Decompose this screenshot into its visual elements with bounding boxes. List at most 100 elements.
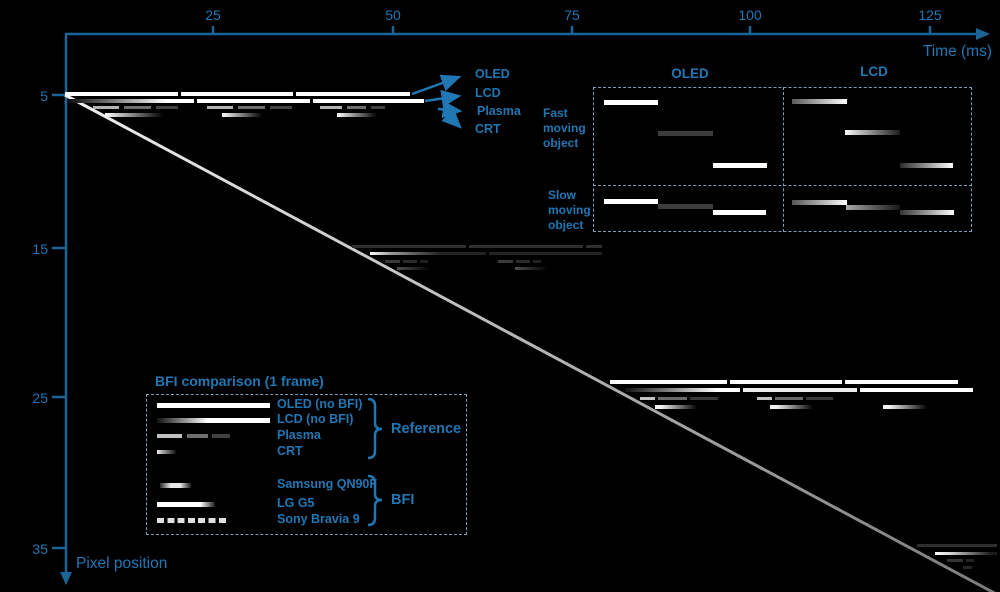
legend-swatch-lcd-no-bfi	[157, 418, 270, 423]
plasma-trace-dash	[385, 260, 400, 263]
lcd-trace-frame	[370, 252, 486, 255]
oled-trace-frame	[610, 380, 727, 384]
inset-column-divider	[783, 87, 784, 232]
inset-row-fast-label: Fast moving object	[543, 106, 586, 150]
plasma-trace-dash	[124, 106, 151, 109]
oled-trace-frame	[730, 380, 842, 384]
plasma-trace-dash	[640, 397, 655, 400]
plasma-trace-dash	[498, 260, 513, 263]
inset-oled-fast-frame	[604, 100, 658, 105]
callout-label-crt: CRT	[475, 122, 501, 136]
oled-trace-frame	[586, 245, 602, 248]
legend-label-lcd-no-bfi: LCD (no BFI)	[277, 412, 354, 426]
inset-lcd-fast-frame	[845, 130, 900, 135]
plasma-trace-dash	[775, 397, 803, 400]
y-tick-15: 15	[32, 241, 48, 257]
plasma-trace-dash	[347, 106, 366, 109]
inset-lcd-slow-frame	[846, 205, 900, 210]
legend-swatch-samsung-qn90f	[160, 483, 191, 488]
lcd-trace-frame	[68, 99, 194, 103]
crt-trace-dash	[515, 267, 548, 270]
inset-row-slow-label: Slow moving object	[548, 188, 591, 232]
inset-lcd-fast-frame	[792, 99, 847, 104]
oled-trace-frame	[296, 92, 410, 96]
inset-oled-slow-frame	[604, 199, 658, 204]
legend-group-reference-label: Reference	[391, 421, 462, 437]
y-axis-title: Pixel position	[76, 555, 168, 572]
inset-col-lcd-label: LCD	[860, 64, 888, 79]
plasma-trace-dash	[270, 106, 292, 109]
crt-trace-dash	[222, 113, 262, 117]
oled-trace-frame	[352, 245, 466, 248]
legend-swatch-plasma	[212, 434, 230, 438]
plasma-trace-dash	[947, 559, 963, 562]
oled-callout-arrow-icon	[411, 74, 462, 96]
legend-swatch-oled-no-bfi	[157, 403, 270, 408]
crt-trace-dash	[105, 113, 163, 117]
oled-trace-frame	[469, 245, 583, 248]
x-tick-75: 75	[564, 7, 580, 23]
lcd-trace-frame	[935, 552, 997, 555]
x-axis-title: Time (ms)	[922, 43, 992, 60]
crt-trace-dash	[655, 405, 697, 409]
callout-label-oled: OLED	[475, 67, 510, 81]
oled-trace-frame	[65, 92, 178, 96]
plasma-trace-dash	[207, 106, 233, 109]
legend-label-samsung-qn90f: Samsung QN90F	[277, 477, 378, 491]
continuous-motion-line	[64, 93, 996, 592]
y-tick-5: 5	[40, 88, 48, 104]
oled-trace-frame	[181, 92, 293, 96]
x-axis	[65, 26, 990, 40]
inset-oled-slow-frame	[658, 204, 713, 209]
legend-label-crt: CRT	[277, 444, 303, 458]
plasma-callout-arrow-icon	[437, 100, 463, 119]
plasma-trace-dash	[371, 106, 385, 109]
lcd-trace-frame	[743, 388, 857, 392]
x-tick-50: 50	[385, 7, 401, 23]
lcd-trace-frame	[860, 388, 973, 392]
legend-label-lg-g5: LG G5	[277, 496, 315, 510]
plasma-trace-dash	[320, 106, 342, 109]
legend-box	[146, 394, 467, 535]
crt-trace-dash	[963, 566, 972, 569]
plasma-trace-dash	[690, 397, 718, 400]
inset-oled-fast-frame	[658, 131, 713, 136]
callout-label-plasma: Plasma	[477, 104, 521, 118]
lcd-trace-frame	[197, 99, 310, 103]
bfi-brace-icon	[367, 474, 383, 527]
inset-lcd-slow-frame	[792, 200, 847, 205]
plasma-trace-dash	[238, 106, 265, 109]
crt-trace-dash	[337, 113, 377, 117]
reference-brace-icon	[367, 397, 383, 460]
lcd-trace-frame	[313, 99, 424, 103]
plasma-trace-dash	[516, 260, 530, 263]
legend-swatch-sony-bravia-9	[157, 518, 227, 523]
x-axis-arrow-icon	[976, 28, 990, 40]
y-axis	[52, 33, 72, 585]
legend-title: BFI comparison (1 frame)	[155, 373, 324, 389]
crt-trace-dash	[770, 405, 813, 409]
y-tick-25: 25	[32, 390, 48, 406]
inset-row-divider	[593, 185, 972, 186]
legend-label-plasma: Plasma	[277, 428, 321, 442]
inset-oled-slow-frame	[713, 210, 766, 215]
x-tick-25: 25	[205, 7, 221, 23]
crt-callout-arrow-icon	[441, 108, 462, 129]
plasma-trace-dash	[757, 397, 772, 400]
plasma-trace-dash	[658, 397, 687, 400]
oled-trace-frame	[917, 544, 997, 547]
legend-swatch-plasma	[157, 434, 182, 438]
lcd-trace-frame	[489, 252, 602, 255]
lcd-callout-arrow-icon	[424, 89, 462, 108]
plasma-trace-dash	[403, 260, 417, 263]
legend-label-oled-no-bfi: OLED (no BFI)	[277, 397, 363, 411]
legend-swatch-crt	[157, 450, 176, 454]
inset-oled-fast-frame	[713, 163, 767, 168]
x-tick-125: 125	[918, 7, 942, 23]
plasma-trace-dash	[806, 397, 833, 400]
oled-trace-frame	[845, 380, 958, 384]
legend-label-sony-bravia-9: Sony Bravia 9	[277, 512, 360, 526]
legend-group-bfi-label: BFI	[391, 492, 415, 508]
